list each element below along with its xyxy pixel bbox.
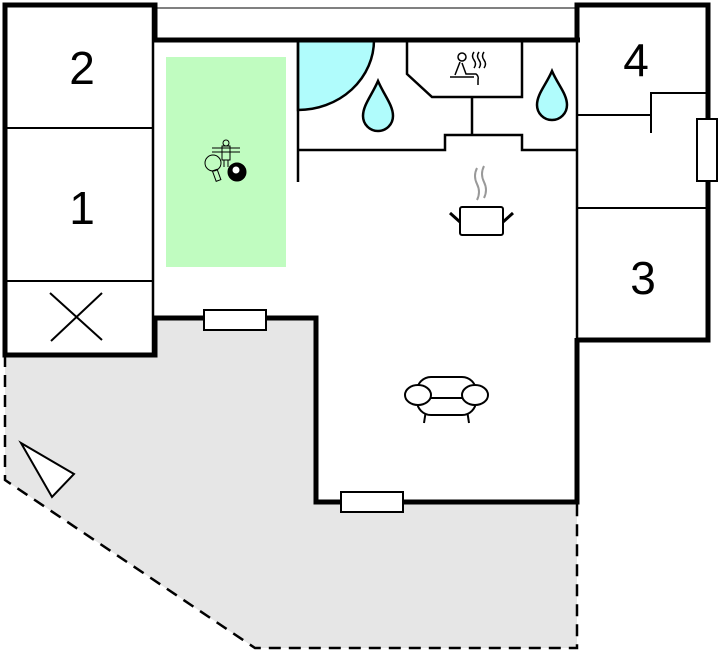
- pool-icon: [296, 38, 376, 112]
- left-bedroom-block: [2, 2, 158, 358]
- interior-walls: [296, 40, 577, 182]
- room-label-4: 4: [623, 34, 649, 86]
- window: [696, 118, 718, 182]
- window: [340, 491, 404, 513]
- room-label-1: 1: [69, 182, 95, 234]
- room-label-2: 2: [69, 42, 95, 94]
- window: [203, 309, 267, 331]
- game-room-icon: [204, 139, 247, 182]
- sofa-icon: [404, 376, 489, 424]
- shower-drop-icon: [361, 77, 395, 133]
- right-bedroom-block: [574, 2, 711, 343]
- compass-arrow-icon: [18, 440, 76, 499]
- sauna-icon: [450, 51, 487, 85]
- room-label-3: 3: [630, 252, 656, 304]
- terrace: [5, 318, 577, 648]
- terrace-dashed-outline: [3, 355, 579, 650]
- game-room: [166, 57, 286, 267]
- kitchen-pot-icon: [448, 165, 515, 236]
- shower-drop-icon: [535, 67, 569, 122]
